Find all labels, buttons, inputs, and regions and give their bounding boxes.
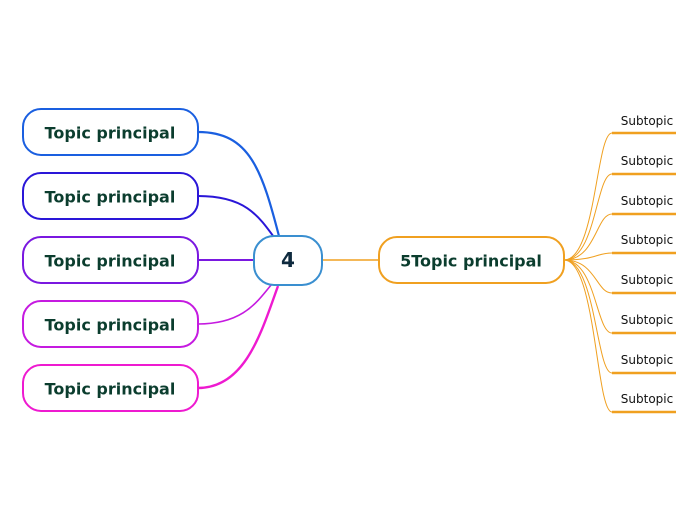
topic-label: Topic principal — [45, 380, 176, 399]
topic-node-1[interactable]: Topic principal — [22, 108, 199, 156]
subtopic-7[interactable]: Subtopic — [612, 353, 676, 375]
subtopic-connectors — [563, 132, 613, 413]
right-topic-label: 5Topic principal — [400, 252, 542, 271]
topic-node-5[interactable]: Topic principal — [22, 364, 199, 412]
topic-label: Topic principal — [45, 188, 176, 207]
connector-subtopic-7 — [563, 259, 613, 374]
subtopic-5[interactable]: Subtopic — [612, 273, 676, 295]
connector-subtopic-8 — [563, 259, 613, 413]
connector-left-topic-4 — [197, 283, 273, 325]
subtopic-6[interactable]: Subtopic — [612, 313, 676, 335]
subtopic-label: Subtopic — [621, 273, 673, 287]
connector-subtopic-1 — [563, 132, 613, 261]
connector-left-topic-1 — [197, 130, 282, 241]
topic-node-4[interactable]: Topic principal — [22, 300, 199, 348]
subtopic-3[interactable]: Subtopic — [612, 194, 676, 216]
topic-label: Topic principal — [45, 316, 176, 335]
topic-node-3[interactable]: Topic principal — [22, 236, 199, 284]
connector-subtopic-2 — [563, 173, 613, 261]
subtopic-label: Subtopic — [621, 392, 673, 406]
connectors — [197, 130, 613, 413]
connector-left-topic-5 — [197, 285, 280, 390]
left-topics: Topic principal Topic principal Topic pr… — [22, 108, 199, 412]
subtopic-label: Subtopic — [621, 154, 673, 168]
connector-subtopic-3 — [563, 213, 613, 261]
subtopic-label: Subtopic — [621, 313, 673, 327]
subtopic-label: Subtopic — [621, 194, 673, 208]
subtopics: Subtopic Subtopic Subtopic Subtopic Subt… — [612, 114, 676, 414]
subtopic-2[interactable]: Subtopic — [612, 154, 676, 176]
topic-label: Topic principal — [45, 124, 176, 143]
subtopic-label: Subtopic — [621, 233, 673, 247]
subtopic-4[interactable]: Subtopic — [612, 233, 676, 255]
central-label: 4 — [281, 248, 295, 272]
subtopic-1[interactable]: Subtopic — [612, 114, 676, 135]
connector-left-topic-2 — [197, 195, 277, 241]
connector-subtopic-4 — [563, 252, 613, 261]
subtopic-label: Subtopic — [621, 353, 673, 367]
connector-subtopic-5 — [563, 259, 613, 294]
central-node[interactable]: 4 — [253, 235, 323, 286]
right-topic-node[interactable]: 5Topic principal — [378, 236, 565, 284]
connector-subtopic-6 — [563, 259, 613, 334]
topic-label: Topic principal — [45, 252, 176, 271]
subtopic-label: Subtopic — [621, 114, 673, 128]
topic-node-2[interactable]: Topic principal — [22, 172, 199, 220]
subtopic-8[interactable]: Subtopic — [612, 392, 676, 414]
